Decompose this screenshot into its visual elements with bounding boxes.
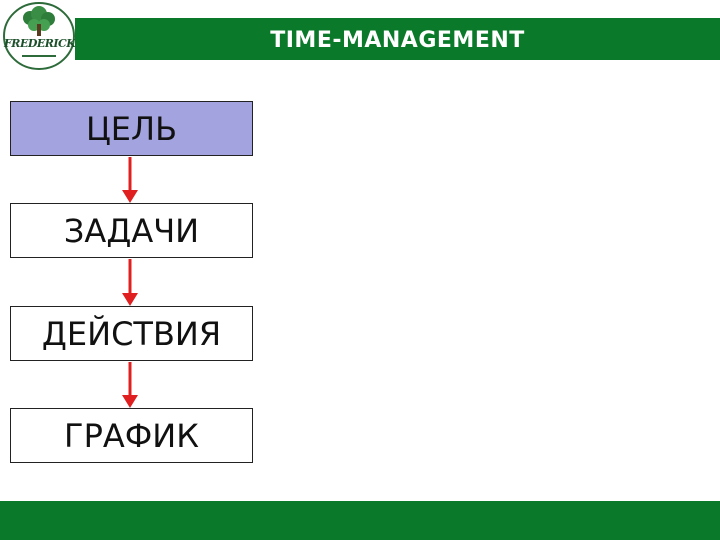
step-schedule-box: ГРАФИК (10, 408, 253, 463)
company-logo: FREDERICKM (0, 0, 88, 74)
arrow-head-2-icon (122, 293, 138, 306)
arrow-head-1-icon (122, 190, 138, 203)
step-tasks-box: ЗАДАЧИ (10, 203, 253, 258)
logo-emblem-icon (3, 2, 75, 70)
step-actions-box: ДЕЙСТВИЯ (10, 306, 253, 361)
header-bar: TIME-MANAGEMENT (75, 18, 720, 60)
footer-bar (0, 501, 720, 540)
logo-text: FREDERICKM (4, 37, 88, 50)
step-goal-box: ЦЕЛЬ (10, 101, 253, 156)
page-title: TIME-MANAGEMENT (270, 28, 525, 53)
arrow-head-3-icon (122, 395, 138, 408)
